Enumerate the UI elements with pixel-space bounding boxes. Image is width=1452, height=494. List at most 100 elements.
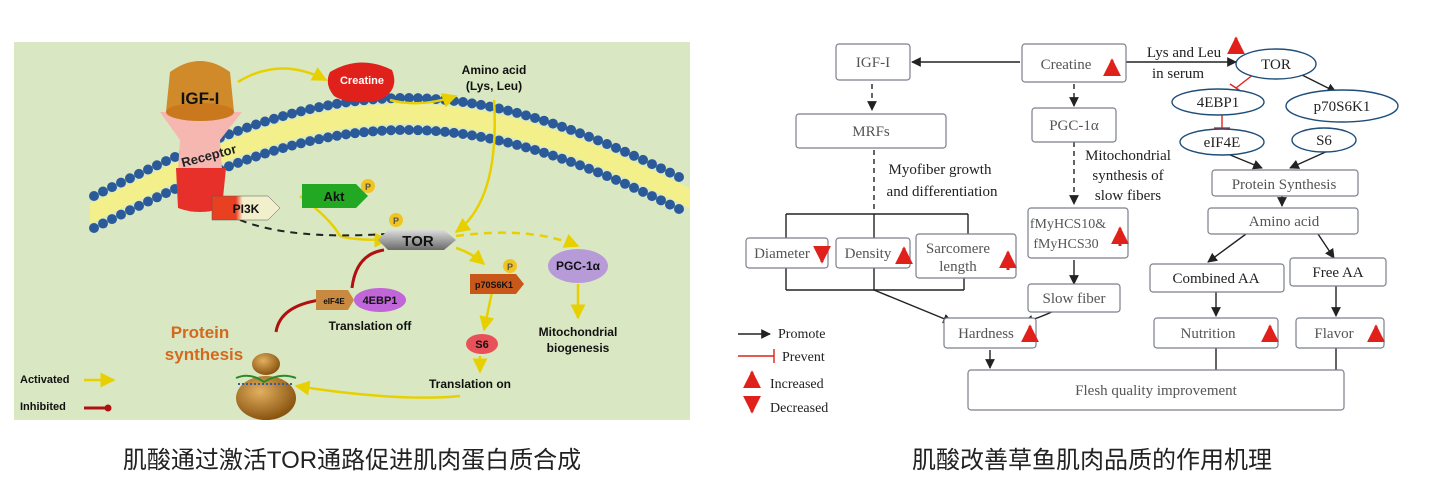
membrane-outer-head <box>296 106 306 117</box>
s6-ellipse <box>466 334 498 354</box>
mrfs-node-label: MRFs <box>852 124 890 140</box>
phospho-badge-p70 <box>503 259 517 273</box>
membrane-inner-head <box>359 127 369 138</box>
phospho-badge-akt <box>361 179 375 193</box>
membrane-inner-head <box>134 200 144 211</box>
fmyhc-s10-label: fMyHCS10& <box>1030 217 1106 232</box>
membrane-inner-head <box>521 142 531 153</box>
membrane-inner-head <box>440 126 450 137</box>
phospho-label-p70: P <box>507 262 513 272</box>
membrane-inner-head <box>431 126 441 137</box>
flavor-node-label: Flavor <box>1314 326 1353 342</box>
amino-acid-label: Amino acid <box>462 63 527 77</box>
igf1-ligand <box>166 61 234 121</box>
membrane-outer-head <box>548 118 558 129</box>
membrane-inner-head <box>314 134 324 145</box>
membrane-outer-head <box>269 113 279 124</box>
eif4e-label: eIF4E <box>323 297 345 306</box>
membrane-outer-head <box>503 105 513 116</box>
membrane-outer-head <box>539 115 549 126</box>
membrane-outer-head <box>602 139 612 150</box>
creatine-node-label: Creatine <box>1041 57 1092 73</box>
membrane-tail-band <box>90 104 690 224</box>
membrane-outer-head <box>260 116 270 127</box>
membrane-outer-head <box>557 121 567 132</box>
membrane-outer-head <box>233 125 243 136</box>
membrane-outer-head <box>566 124 576 135</box>
membrane-inner-head <box>152 192 162 203</box>
membrane-inner-head <box>89 223 99 234</box>
combined-aa-node-label: Combined AA <box>1172 271 1259 287</box>
membrane-outer-head <box>161 156 171 167</box>
legend-increased-label: Increased <box>770 377 824 392</box>
membrane-inner-head <box>251 151 261 162</box>
translation-on-label: Translation on <box>429 377 511 391</box>
akt-label: Akt <box>324 189 346 204</box>
membrane-outer-head <box>89 191 99 202</box>
membrane-inner-head <box>422 125 432 136</box>
increase-arrows <box>813 36 1385 343</box>
phospho-badge-tor <box>389 213 403 227</box>
membrane-inner-head <box>629 182 639 193</box>
creatine-blob <box>327 62 395 103</box>
membrane-inner-head <box>512 139 522 150</box>
akt-shape <box>302 184 368 208</box>
membrane-outer-head <box>521 110 531 121</box>
tor-node-label: TOR <box>1261 57 1291 73</box>
membrane-outer-head <box>134 168 144 179</box>
membrane-inner-head <box>143 196 153 207</box>
membrane-outer-head <box>530 112 540 123</box>
ribosome-icon <box>235 353 297 420</box>
membrane-outer-head <box>665 167 675 178</box>
membrane-inner-head <box>98 218 108 229</box>
p70s6k1-label: p70S6K1 <box>475 280 513 290</box>
legend-inhibited-label: Inhibited <box>20 401 66 413</box>
membrane-outer-head <box>611 142 621 153</box>
s6-node-label: S6 <box>1316 133 1332 149</box>
hardness-node-label: Hardness <box>958 326 1014 342</box>
membrane-inner-head <box>287 140 297 151</box>
membrane-outer-head <box>593 135 603 146</box>
membrane-inner-head <box>593 167 603 178</box>
right-caption: 肌酸改善草鱼肌肉品质的作用机理 <box>912 447 1272 474</box>
membrane-inner-head <box>494 135 504 146</box>
membrane-outer-head <box>413 93 423 104</box>
membrane-outer-head <box>98 186 108 197</box>
legend-prevent-label: Prevent <box>782 350 825 365</box>
left-caption: 肌酸通过激活TOR通路促进肌肉蛋白质合成 <box>123 447 581 474</box>
membrane-outer-head <box>242 122 252 133</box>
mito-synthesis-label: Mitochondrial <box>1085 148 1171 164</box>
membrane-inner-head <box>566 156 576 167</box>
membrane-inner-head <box>665 199 675 210</box>
membrane-outer-head <box>125 173 135 184</box>
membrane-outer-head <box>305 104 315 115</box>
fmyhc-s30-label: fMyHCS30 <box>1033 237 1098 252</box>
right-mechanism-panel: IGF-I Creatine Lys and Leu in serum TOR … <box>738 36 1399 416</box>
membrane-inner-head <box>224 161 234 172</box>
pgc1a-node-label: PGC-1α <box>1049 118 1099 134</box>
pgc1a-label: PGC-1α <box>556 259 601 273</box>
membrane-outer-head <box>332 98 342 109</box>
sarcomere-node-label: Sarcomere <box>926 241 990 257</box>
membrane-inner-head <box>485 133 495 144</box>
phospho-label-tor: P <box>393 216 399 226</box>
creatine-label: Creatine <box>340 75 384 87</box>
diameter-node-label: Diameter <box>754 246 810 262</box>
membrane-outer-head <box>170 151 180 162</box>
membrane-outer-head <box>620 146 630 157</box>
membrane-outer-head <box>467 98 477 109</box>
membrane-outer-head <box>458 97 468 108</box>
right-legend: Promote Prevent Increased Decreased <box>738 327 828 416</box>
membrane-outer-head <box>314 102 324 113</box>
activation-arrows <box>237 67 586 399</box>
synthesis-label: synthesis <box>165 345 243 364</box>
membrane-outer-head <box>494 103 504 114</box>
free-aa-node-label: Free AA <box>1312 265 1363 281</box>
density-node-label: Density <box>845 246 892 262</box>
length-node-label: length <box>939 259 977 275</box>
membrane-outer-head <box>152 160 162 171</box>
node-labels: IGF-I Creatine Lys and Leu in serum TOR … <box>754 45 1370 399</box>
legend-inhibited-dot <box>104 404 112 412</box>
membrane-inner-head <box>377 125 387 136</box>
